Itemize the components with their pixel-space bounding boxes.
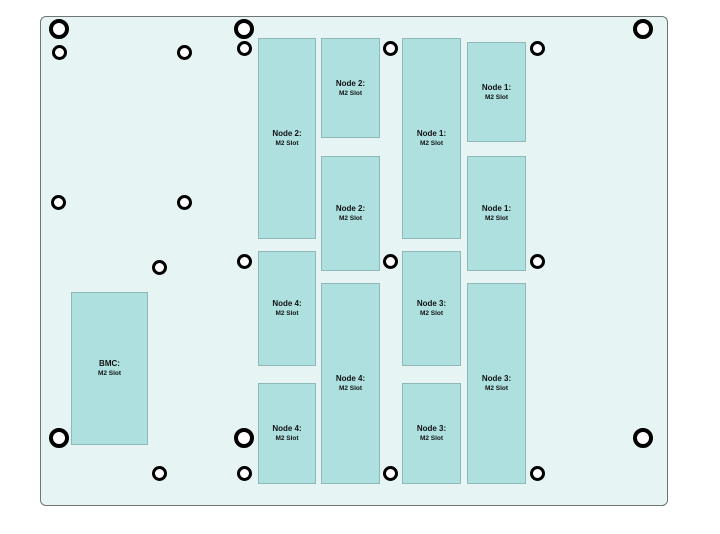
slot-node-label: Node 1: (481, 204, 512, 213)
slot-type-label: M2 Slot (419, 310, 444, 317)
slot-type-label: M2 Slot (484, 215, 509, 222)
mounting-hole-icon (237, 254, 252, 269)
slot-node-label: BMC: (99, 359, 120, 368)
mounting-hole-icon (237, 41, 252, 56)
slot-type-label: M2 Slot (275, 140, 299, 147)
m2-slot-node3-middle: Node 3: M2 Slot (402, 251, 461, 366)
mounting-hole-icon (52, 45, 67, 60)
slot-node-label: Node 2: (335, 78, 366, 88)
m2-slot-node4-tall: Node 4: M2 Slot (321, 283, 380, 484)
slot-type-label: M2 Slot (338, 215, 363, 222)
m2-slot-node1-top: Node 1: M2 Slot (467, 42, 526, 142)
mounting-hole-icon (237, 466, 252, 481)
slot-node-label: Node 3: (416, 299, 447, 308)
mounting-hole-icon (530, 466, 545, 481)
slot-type-label: M2 Slot (484, 93, 509, 101)
m2-slot-node2-tall: Node 2: M2 Slot (258, 38, 316, 239)
mounting-hole-icon (49, 428, 69, 448)
m2-slot-node4-middle: Node 4: M2 Slot (258, 251, 316, 366)
m2-slot-node3-bottom: Node 3: M2 Slot (402, 383, 461, 484)
mounting-hole-icon (383, 466, 398, 481)
slot-type-label: M2 Slot (484, 385, 509, 392)
slot-type-label: M2 Slot (275, 435, 299, 442)
slot-node-label: Node 3: (416, 424, 447, 433)
m2-slot-node1-middle: Node 1: M2 Slot (467, 156, 526, 271)
mounting-hole-icon (51, 195, 66, 210)
mounting-hole-icon (234, 428, 254, 448)
slot-type-label: M2 Slot (97, 370, 122, 377)
mounting-hole-icon (177, 195, 192, 210)
slot-type-label: M2 Slot (338, 89, 363, 97)
m2-slot-bmc: BMC: M2 Slot (71, 292, 148, 445)
mounting-hole-icon (152, 260, 167, 275)
mounting-hole-icon (234, 19, 254, 39)
mounting-hole-icon (633, 428, 653, 448)
mounting-hole-icon (177, 45, 192, 60)
slot-node-label: Node 3: (481, 374, 512, 383)
m2-slot-node2-middle: Node 2: M2 Slot (321, 156, 380, 271)
slot-node-label: Node 4: (272, 424, 302, 433)
mounting-hole-icon (530, 41, 545, 56)
slot-type-label: M2 Slot (338, 385, 363, 392)
slot-node-label: Node 1: (416, 129, 447, 138)
mounting-hole-icon (49, 19, 69, 39)
mounting-hole-icon (383, 41, 398, 56)
slot-node-label: Node 2: (272, 129, 302, 138)
slot-node-label: Node 1: (481, 82, 512, 92)
slot-node-label: Node 4: (272, 299, 302, 308)
mounting-hole-icon (383, 254, 398, 269)
mounting-hole-icon (633, 19, 653, 39)
mounting-hole-icon (530, 254, 545, 269)
m2-slot-node2-top: Node 2: M2 Slot (321, 38, 380, 138)
slot-type-label: M2 Slot (419, 140, 444, 147)
slot-node-label: Node 2: (335, 204, 366, 213)
slot-node-label: Node 4: (335, 374, 366, 383)
m2-slot-node3-tall: Node 3: M2 Slot (467, 283, 526, 484)
m2-slot-node1-tall: Node 1: M2 Slot (402, 38, 461, 239)
slot-type-label: M2 Slot (419, 435, 444, 442)
m2-slot-node4-bottom: Node 4: M2 Slot (258, 383, 316, 484)
slot-type-label: M2 Slot (275, 310, 299, 317)
mounting-hole-icon (152, 466, 167, 481)
